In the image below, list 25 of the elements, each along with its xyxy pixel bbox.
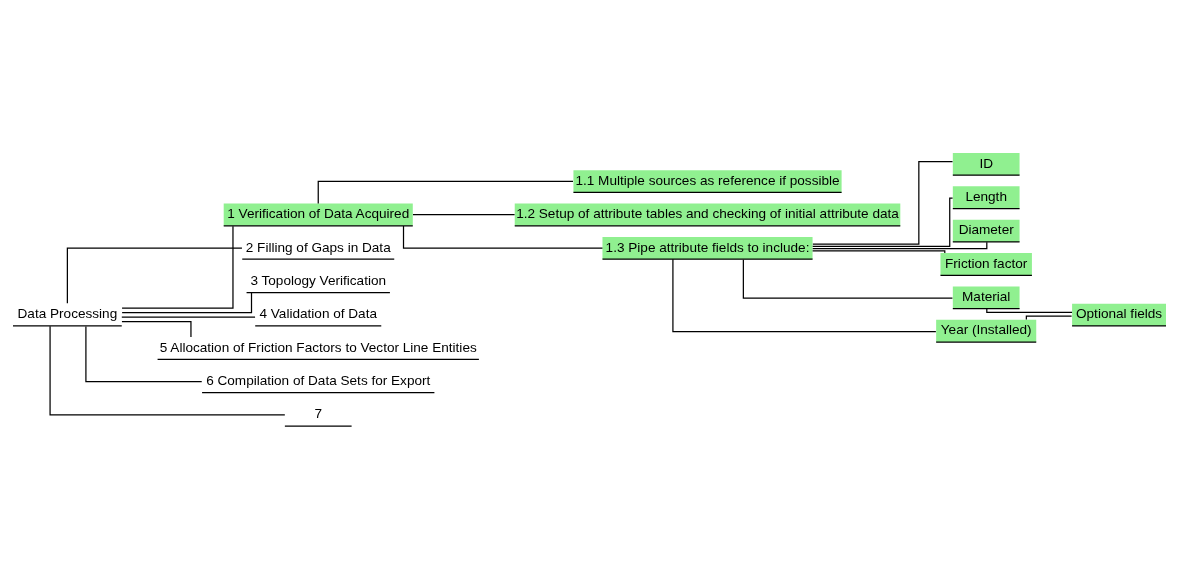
connector [121, 320, 192, 338]
connector [1025, 314, 1073, 320]
connector [986, 307, 1073, 313]
node-text: 5 Allocation of Friction Factors to Vector Line Entities [159, 339, 477, 355]
node-text: Data Processing [17, 305, 118, 321]
node-text: 7 [314, 405, 323, 421]
connector [812, 241, 988, 249]
connector [121, 315, 256, 318]
connector [812, 196, 954, 247]
connector [317, 180, 574, 204]
connector [402, 224, 604, 249]
connector [121, 225, 234, 309]
connector [85, 325, 203, 382]
connector [742, 258, 954, 299]
node-text: 4 Validation of Data [259, 305, 377, 321]
node-text: 6 Compilation of Data Sets for Export [206, 372, 431, 388]
connector [812, 249, 946, 254]
connector [412, 213, 516, 215]
connector [812, 160, 954, 245]
node-text: 3 Topology Verification [250, 272, 387, 288]
node-text: 2 Filling of Gaps in Data [245, 239, 391, 255]
connector [66, 247, 243, 304]
connector [121, 291, 253, 313]
connector [672, 258, 937, 332]
connector [49, 325, 286, 416]
